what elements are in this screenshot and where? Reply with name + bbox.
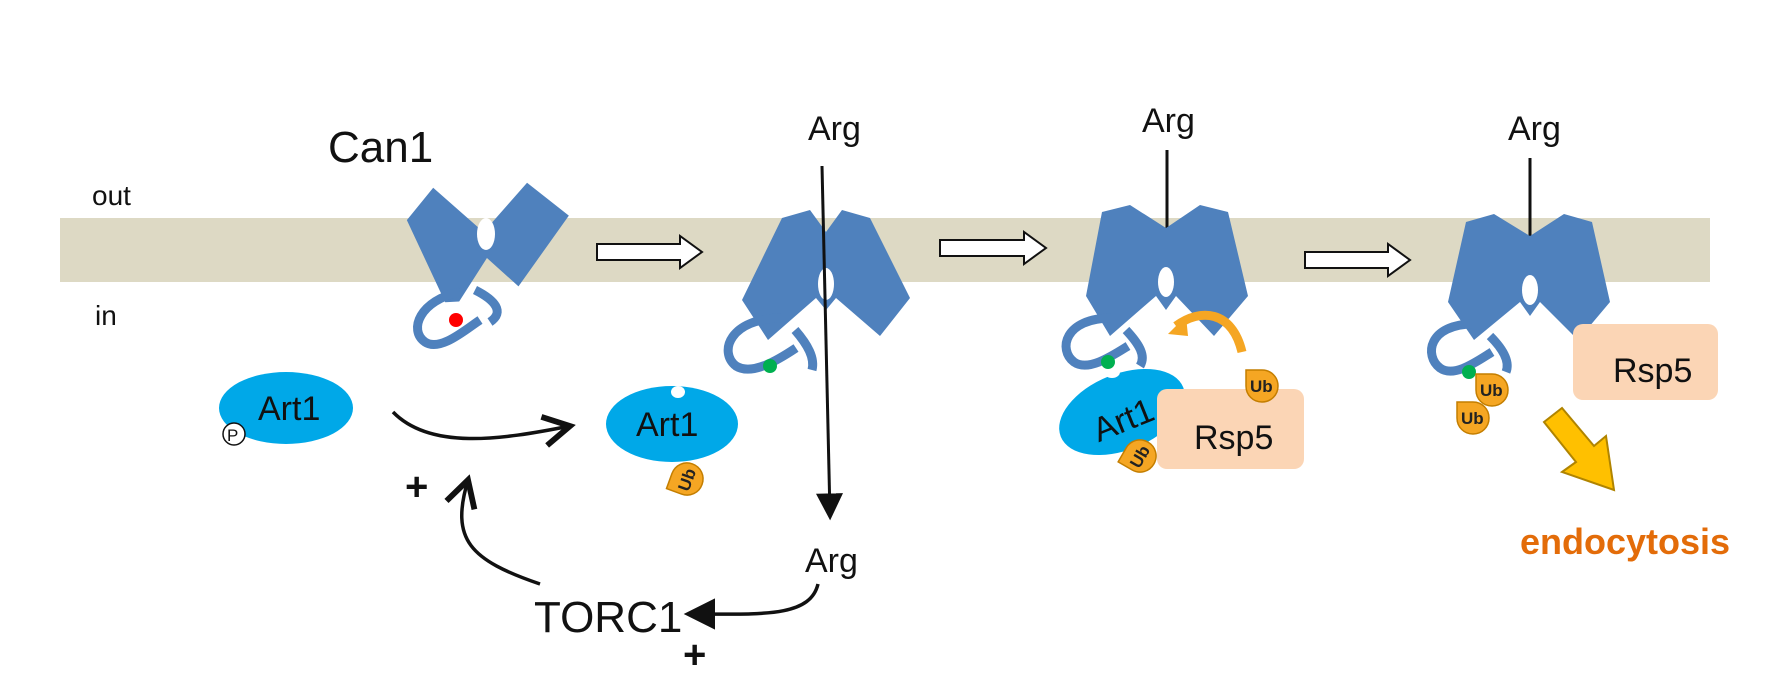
label-endocytosis: endocytosis: [1520, 521, 1730, 562]
ub-tag-label-4: Ub: [1480, 381, 1503, 400]
endocytosis-arrow: [1542, 406, 1616, 492]
dephosphorylation-arrow: [391, 410, 570, 439]
art1-bound: Art1 Ub: [1059, 355, 1185, 479]
label-arg-stage2: Arg: [808, 110, 861, 148]
ub-tag-stage4-b: Ub: [1456, 401, 1490, 435]
rsp5-label-2: Rsp5: [1613, 352, 1692, 390]
art1-phosphorylated: Art1 P: [219, 372, 353, 446]
ub-tag-label-3: Ub: [1250, 377, 1273, 396]
arg-transport-arrow: [816, 165, 844, 521]
rsp5-ligase-free: Rsp5: [1573, 324, 1718, 400]
label-in: in: [95, 300, 117, 331]
art1-label-1: Art1: [258, 390, 320, 428]
art1-ubiquitinated: Art1 Ub: [606, 386, 738, 501]
green-residue-dot-4: [1462, 365, 1476, 379]
label-can1: Can1: [328, 123, 433, 172]
plus-sign-1: +: [405, 465, 428, 509]
green-residue-dot-3: [1101, 355, 1115, 369]
label-arg-stage4: Arg: [1508, 110, 1561, 148]
process-arrow-2: [939, 230, 1048, 266]
can1-transporter-stage4: [1427, 214, 1610, 379]
label-out: out: [92, 180, 131, 211]
process-arrow-3: [1304, 242, 1412, 278]
phospho-icon: [222, 422, 246, 446]
red-residue-dot: [449, 313, 463, 327]
ub-transfer-arrowhead: [1168, 316, 1188, 336]
ub-tag-stage4-a: Ub: [1475, 373, 1509, 407]
process-arrow-1: [596, 234, 704, 270]
plus-sign-2: +: [683, 633, 706, 677]
green-residue-dot: [763, 359, 777, 373]
label-arg-stage3: Arg: [1142, 102, 1195, 140]
ub-tag-label-5: Ub: [1461, 409, 1484, 428]
art1-label-2: Art1: [636, 406, 698, 444]
label-torc1: TORC1: [534, 593, 682, 642]
ub-tag-stage3-rsp5: Ub: [1245, 369, 1279, 403]
can1-transporter-open: [723, 210, 910, 374]
can1-transporter-inactive: [406, 182, 569, 349]
phospho-label: P: [227, 426, 238, 445]
arg-to-torc1-arrow: [683, 583, 820, 630]
rsp5-ligase-bound: Rsp5: [1157, 389, 1304, 469]
torc1-activation-arrow: [462, 480, 541, 586]
rsp5-label-1: Rsp5: [1194, 419, 1273, 457]
label-arg-inside: Arg: [805, 542, 858, 580]
